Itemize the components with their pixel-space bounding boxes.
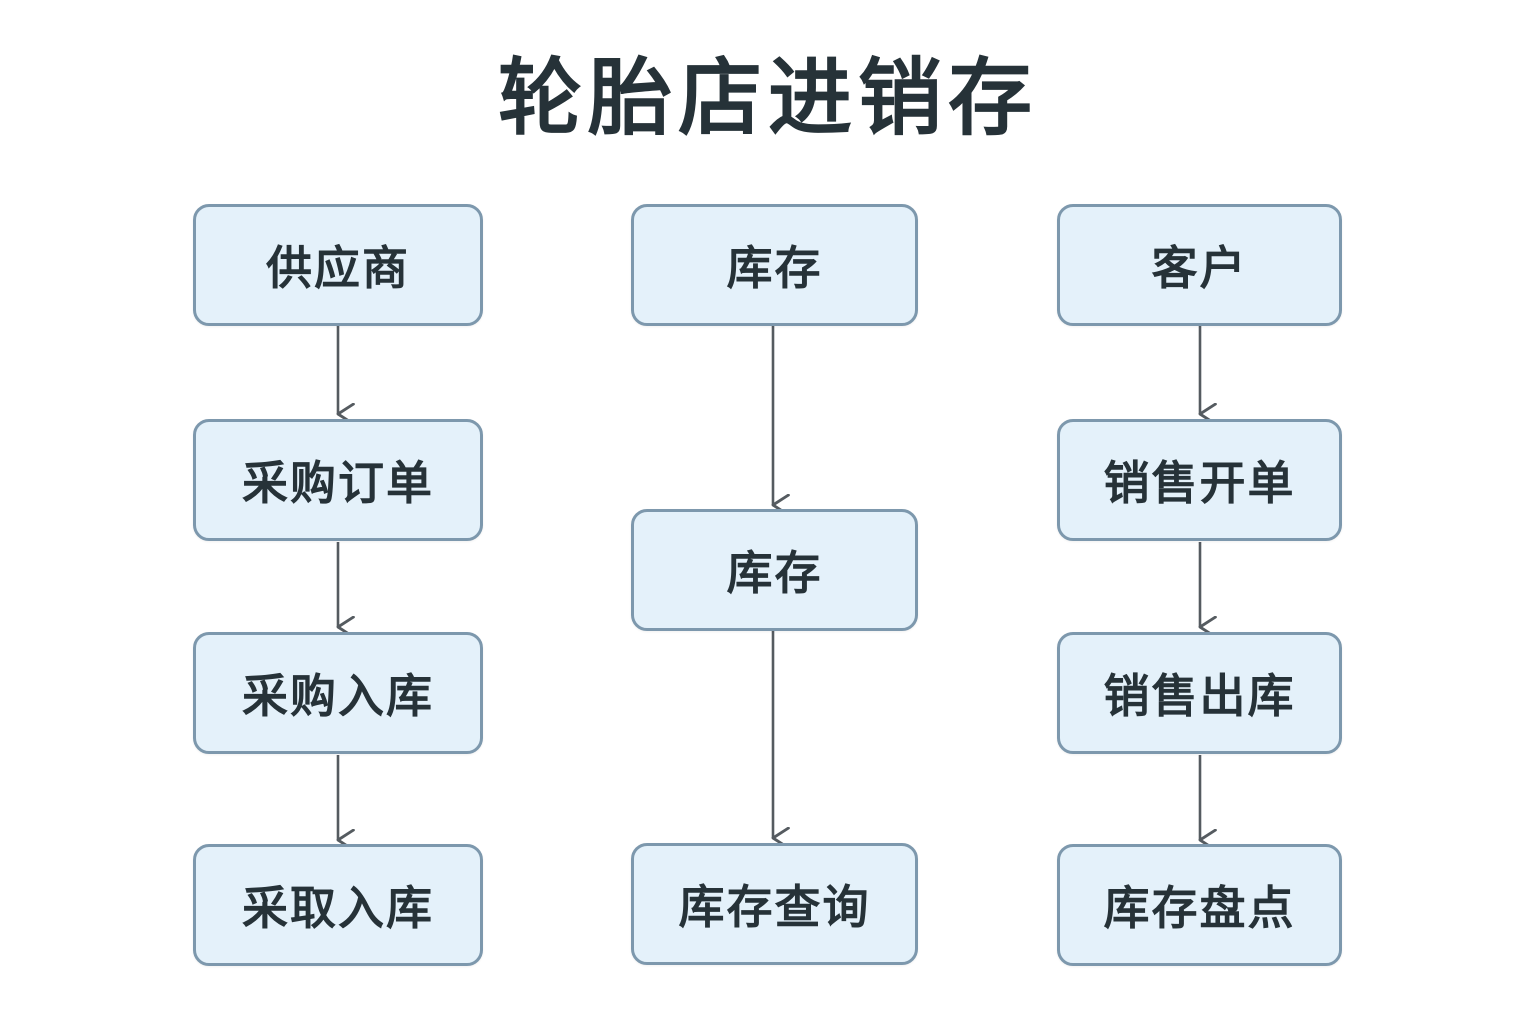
node-inventory-query: 库存查询 bbox=[631, 843, 918, 965]
node-customer: 客户 bbox=[1057, 204, 1342, 326]
node-inventory-top: 库存 bbox=[631, 204, 918, 326]
node-supplier: 供应商 bbox=[193, 204, 483, 326]
node-sales-order: 销售开单 bbox=[1057, 419, 1342, 541]
node-purchase-inbound: 采购入库 bbox=[193, 632, 483, 754]
node-purchase-order: 采购订单 bbox=[193, 419, 483, 541]
node-take-inbound: 采取入库 bbox=[193, 844, 483, 966]
node-stocktake: 库存盘点 bbox=[1057, 844, 1342, 966]
node-sales-outbound: 销售出库 bbox=[1057, 632, 1342, 754]
diagram-title: 轮胎店进销存 bbox=[497, 49, 1038, 147]
node-inventory-middle: 库存 bbox=[631, 509, 918, 631]
